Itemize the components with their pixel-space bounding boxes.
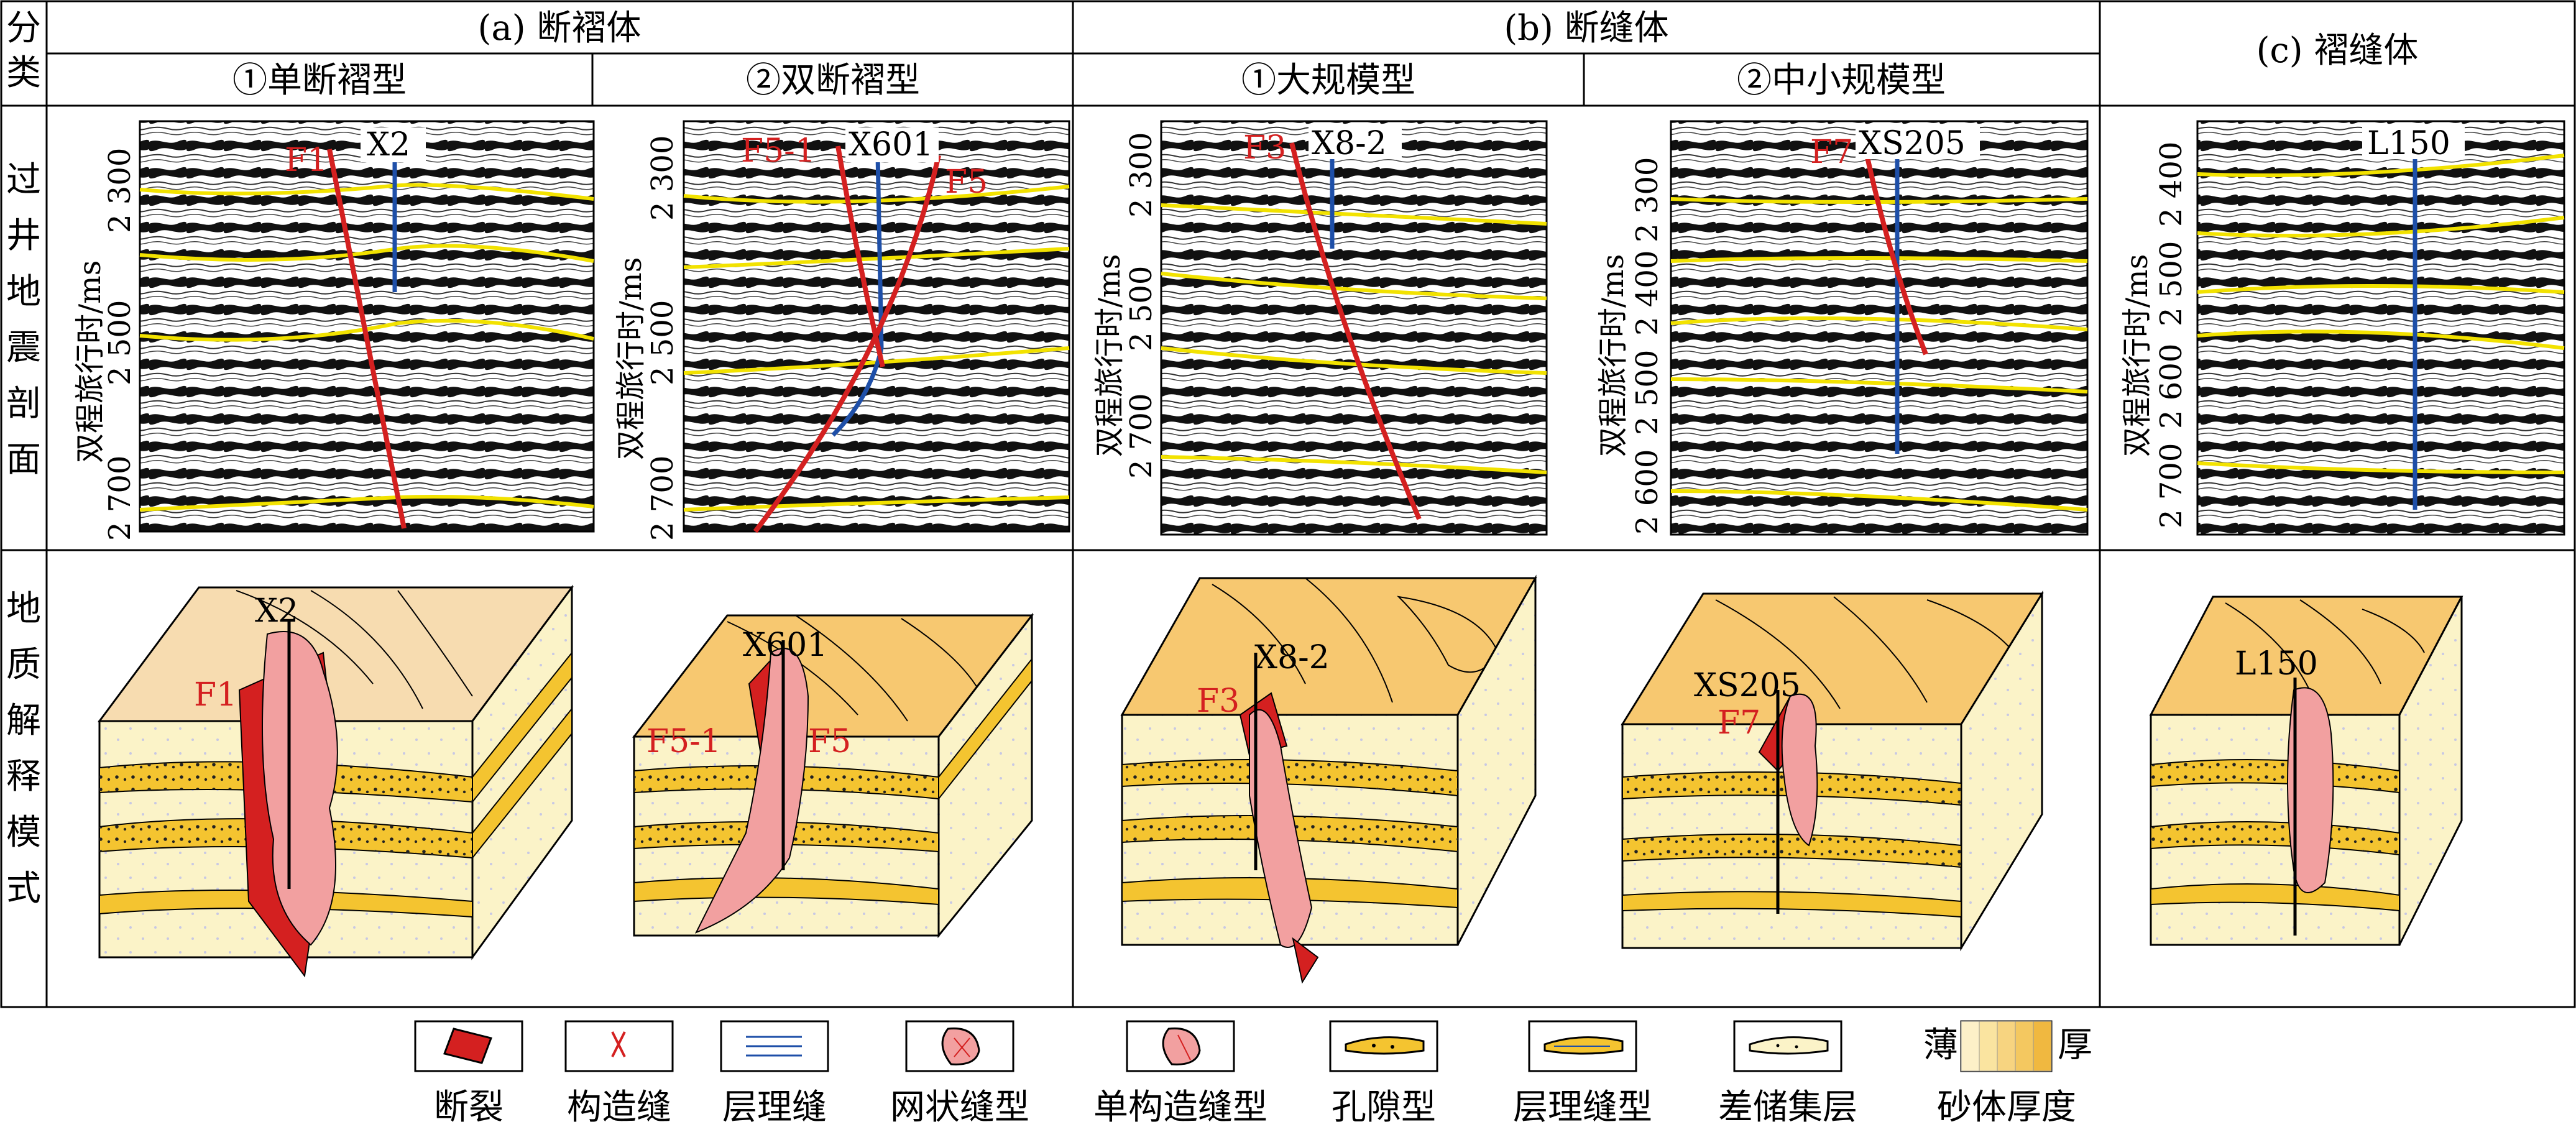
legend-labels: 断裂 构造缝 层理缝 网状缝型 单构造缝型 孔隙型 层理缝型 差储集层 砂体厚度…: [434, 1025, 2092, 1127]
fault-icon: [414, 1020, 523, 1072]
well-label-x2: X2: [367, 126, 410, 163]
header-sub-b2: ②中小规模型: [1737, 60, 1946, 101]
fault-label-f7: F7: [1810, 134, 1853, 171]
geology-models: [98, 574, 2463, 984]
seismic-panel-x2: [139, 120, 595, 533]
well-label-xs205: XS205: [1859, 125, 1966, 162]
thickness-thin-label: 薄: [1923, 1025, 1958, 1065]
row-label-model: 地质解释模式: [5, 581, 42, 917]
structural-fracture-icon: [564, 1020, 674, 1072]
seismic-panel-xs205: [1670, 120, 2089, 536]
tick-p5-3: 2 700: [2154, 443, 2189, 528]
axis-label-panel4: 双程旅行时/ms: [1596, 254, 1631, 457]
axis-label-panel3: 双程旅行时/ms: [1092, 254, 1127, 457]
seismic-labels: X2 F1 X601 F5-1 F5 X8-2 F3 XS205 F7 L150: [285, 124, 2465, 201]
legend-icons: [414, 1020, 2053, 1072]
well-label-x8-2: X8-2: [1312, 125, 1387, 162]
tick-p4-3: 2 600: [1630, 449, 1665, 535]
header-group-c: (c) 褶缝体: [2256, 30, 2419, 71]
block-well-x2: X2: [255, 592, 298, 630]
fault-label-f1: F1: [285, 142, 328, 179]
axis-label-panel2: 双程旅行时/ms: [614, 257, 648, 460]
tick-p3-0: 2 300: [1124, 132, 1159, 218]
tick-p1-2: 2 700: [103, 455, 137, 541]
bedding-type-icon: [1528, 1020, 1637, 1072]
header-group-a: (a) 断褶体: [478, 8, 642, 48]
seismic-panel-x8-2: [1160, 120, 1548, 536]
seismic-panel-l150: [2196, 120, 2565, 536]
single-fracture-icon: [1126, 1020, 1235, 1072]
block-labels: X2 F1 X601 F5-1 F5 X8-2 F3 XS205 F7 L150: [194, 592, 2318, 760]
axis-label-panel5: 双程旅行时/ms: [2120, 254, 2155, 457]
tick-p5-1: 2 500: [2154, 241, 2189, 326]
well-label-x601: X601: [849, 126, 933, 163]
tick-p4-1: 2 400: [1630, 250, 1665, 336]
tick-p2-2: 2 700: [645, 455, 680, 541]
table-grid: [0, 0, 2576, 1008]
block-model-x2: [98, 584, 574, 978]
seismic-panel-x601: [683, 120, 1070, 533]
block-fault-f5-1: F5-1: [646, 723, 721, 760]
header-group-b: (b) 断缝体: [1504, 8, 1668, 48]
legend-label-single: 单构造缝型: [1093, 1087, 1267, 1127]
legend-label-thickness: 砂体厚度: [1937, 1087, 2076, 1127]
legend-label-poor: 差储集层: [1718, 1087, 1857, 1127]
block-fault-f5: F5: [808, 723, 851, 760]
header-sub-a2: ②双断褶型: [746, 60, 920, 101]
tick-p1-0: 2 300: [103, 147, 137, 233]
well-label-l150: L150: [2367, 125, 2450, 162]
legend-label-bedding-type: 层理缝型: [1513, 1087, 1652, 1127]
tick-p2-1: 2 500: [645, 300, 680, 385]
bedding-fracture-icon: [720, 1020, 829, 1072]
legend-label-bedding-fracture: 层理缝: [722, 1087, 827, 1127]
fault-label-f3: F3: [1243, 129, 1286, 167]
network-fracture-icon: [905, 1020, 1014, 1072]
fault-label-f5-1: F5-1: [741, 132, 816, 170]
sand-thickness-icon: [1960, 1020, 2053, 1072]
row-label-seismic: 过井地震剖面: [5, 152, 42, 488]
block-fault-f7: F7: [1718, 704, 1760, 742]
legend-label-pore: 孔隙型: [1332, 1087, 1436, 1127]
block-model-x601: [632, 612, 1034, 939]
header-sub-a1: ①单断褶型: [232, 60, 407, 101]
poor-reservoir-icon: [1733, 1020, 1842, 1072]
row-seismic-text: 过井地震剖面: [6, 160, 41, 480]
tick-p4-2: 2 500: [1630, 349, 1665, 435]
block-model-x8-2: [1120, 574, 1537, 984]
tick-p3-2: 2 700: [1124, 393, 1159, 479]
legend-label-structural-fracture: 构造缝: [567, 1087, 671, 1127]
block-model-l150: [2149, 596, 2463, 946]
seismic-panels: [139, 120, 2565, 536]
legend-label-fault: 断裂: [434, 1087, 504, 1127]
legend-label-network: 网状缝型: [890, 1087, 1029, 1127]
pore-type-icon: [1329, 1020, 1438, 1072]
header-sub-b1: ①大规模型: [1241, 60, 1415, 101]
tick-p5-2: 2 600: [2154, 343, 2189, 429]
header: (a) 断褶体 (b) 断缝体 (c) 褶缝体 ①单断褶型 ②双断褶型 ①大规模…: [232, 8, 2418, 101]
fault-label-f5: F5: [945, 163, 988, 201]
classify-label: 分类: [5, 6, 42, 96]
block-well-xs205: XS205: [1694, 667, 1801, 704]
tick-p2-0: 2 300: [645, 135, 680, 221]
block-fault-f3: F3: [1197, 683, 1240, 720]
block-well-x601: X601: [743, 627, 827, 664]
block-fault-f1: F1: [194, 676, 237, 714]
tick-p1-1: 2 500: [103, 300, 137, 385]
thickness-thick-label: 厚: [2058, 1025, 2092, 1065]
tick-p3-1: 2 500: [1124, 265, 1159, 351]
tick-p4-0: 2 300: [1630, 157, 1665, 242]
classify-text: 分类: [6, 8, 41, 93]
row-model-text: 地质解释模式: [6, 589, 41, 909]
tick-p5-0: 2 400: [2154, 141, 2189, 227]
block-well-l150: L150: [2235, 645, 2318, 683]
block-model-xs205: [1621, 590, 2044, 952]
block-well-x8-2: X8-2: [1254, 639, 1330, 676]
